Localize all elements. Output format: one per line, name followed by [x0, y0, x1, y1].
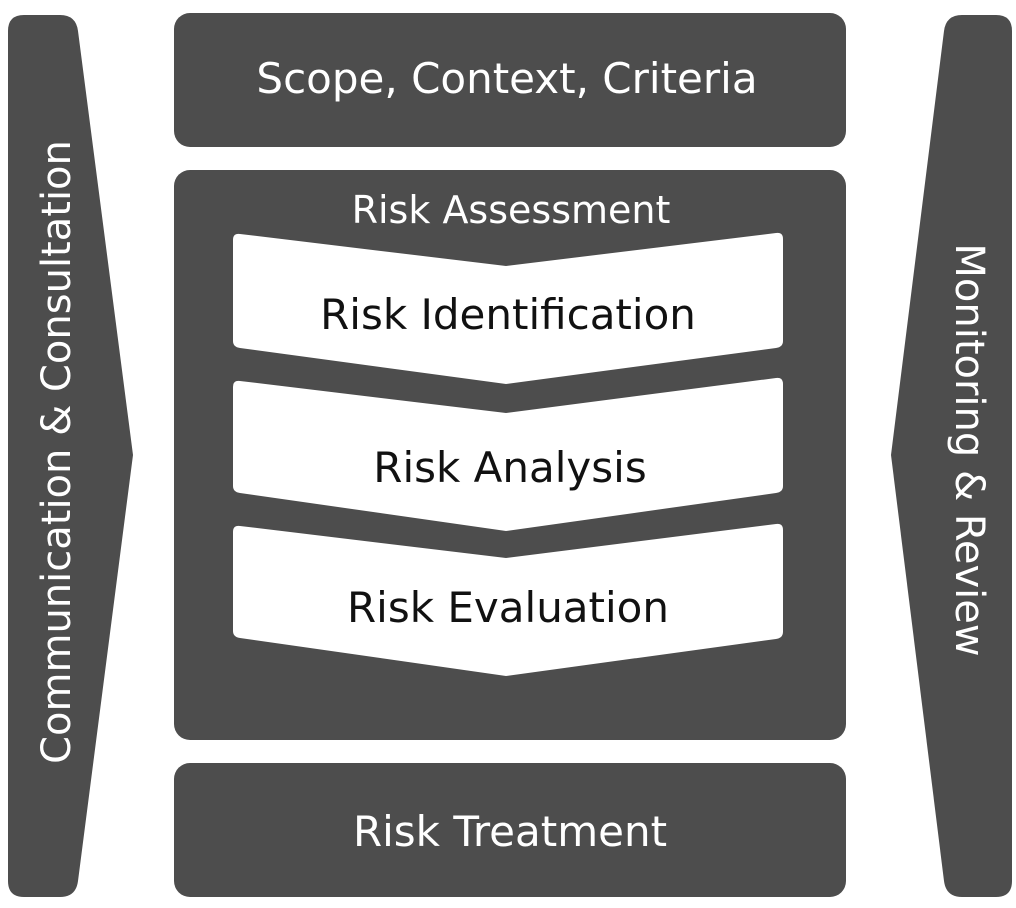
risk-treatment-label: Risk Treatment — [353, 807, 667, 856]
risk-analysis-chevron — [233, 377, 783, 531]
monitoring-review-label: Monitoring & Review — [946, 243, 992, 656]
risk-treatment-box — [174, 763, 846, 897]
communication-consultation-label: Communication & Consultation — [34, 140, 80, 764]
risk-identification-chevron — [233, 232, 783, 384]
risk-assessment-title: Risk Assessment — [352, 188, 671, 232]
communication-consultation-arrow — [8, 15, 133, 897]
monitoring-review-arrow — [891, 15, 1012, 897]
risk-analysis-label: Risk Analysis — [373, 443, 646, 492]
risk-identification-label: Risk Identification — [320, 290, 696, 339]
scope-context-criteria-label: Scope, Context, Criteria — [256, 54, 757, 103]
scope-context-criteria-box — [174, 13, 846, 147]
risk-evaluation-chevron — [233, 523, 783, 676]
risk-evaluation-label: Risk Evaluation — [347, 583, 669, 632]
